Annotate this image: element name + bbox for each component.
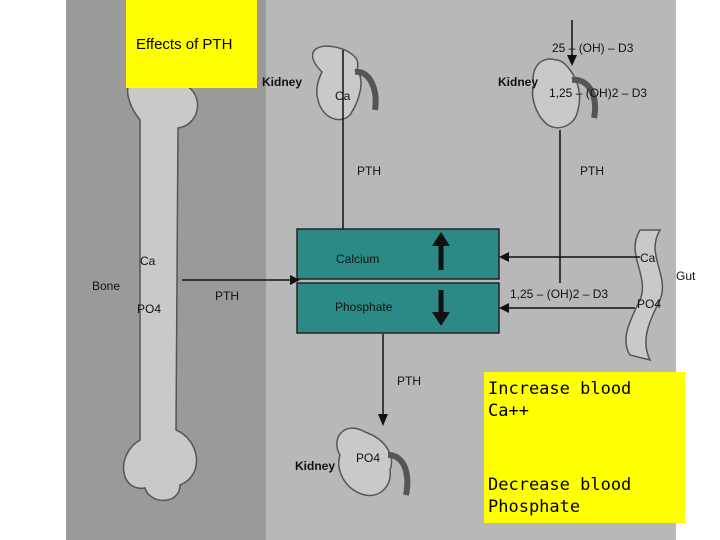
calcium-label: Calcium: [336, 252, 379, 266]
pth-top-label: PTH: [357, 164, 381, 178]
pth-bottom-label: PTH: [397, 374, 421, 388]
decrease-line2: Phosphate: [488, 497, 581, 517]
increase-line1: Increase blood: [488, 379, 632, 399]
gut-phosphate-arrowhead: [499, 303, 509, 313]
d3-conversion-arrowhead: [567, 55, 577, 66]
kidney-bottom-label: Kidney: [295, 459, 335, 473]
decrease-line1: Decrease blood: [488, 475, 632, 495]
increase-line2: Ca++: [488, 401, 529, 421]
gut-po4-label: PO4: [637, 297, 661, 311]
ureter-bottom: [387, 452, 411, 496]
ureter-top: [354, 68, 379, 111]
kidney-top-right-label: Kidney: [498, 75, 538, 89]
phosphate-box: [296, 282, 500, 334]
phosphate-decrease-arrowhead: [432, 312, 450, 326]
oh2-d3-label: 1,25 – (OH)2 – D3: [549, 86, 647, 100]
bone-label: Bone: [92, 279, 120, 293]
bone-pth-arrowhead: [290, 275, 300, 285]
effects-note: Increase blood Ca++ Decrease blood Phosp…: [484, 372, 685, 523]
bone-ca-label: Ca: [140, 254, 156, 268]
gut-calcium-arrowhead: [499, 252, 509, 262]
kidney-bottom-po4-label: PO4: [356, 451, 380, 465]
gut-ca-label: Ca: [640, 251, 656, 265]
page-title: Effects of PTH: [136, 36, 233, 53]
oh-d3-label: 25 – (OH) – D3: [552, 41, 634, 55]
title-box: Effects of PTH: [126, 0, 257, 88]
kidney-top-label: Kidney: [262, 75, 302, 89]
pth-bone-label: PTH: [215, 289, 239, 303]
pth-top-right-label: PTH: [580, 164, 604, 178]
phosphate-label: Phosphate: [335, 300, 393, 314]
gut-shape: [625, 229, 664, 362]
ureter-top-right: [571, 76, 598, 119]
pth-bottom-arrowhead: [378, 414, 388, 426]
kidney-bottom-shape: [336, 427, 393, 497]
gut-label: Gut: [676, 269, 696, 283]
gut-d3-label: 1,25 – (OH)2 – D3: [510, 287, 608, 301]
calcium-box: [296, 228, 500, 280]
calcium-increase-arrowhead: [432, 232, 450, 246]
kidney-top-shape: [311, 45, 362, 121]
bone-po4-label: PO4: [137, 302, 161, 316]
kidney-top-right-shape: [531, 58, 581, 129]
